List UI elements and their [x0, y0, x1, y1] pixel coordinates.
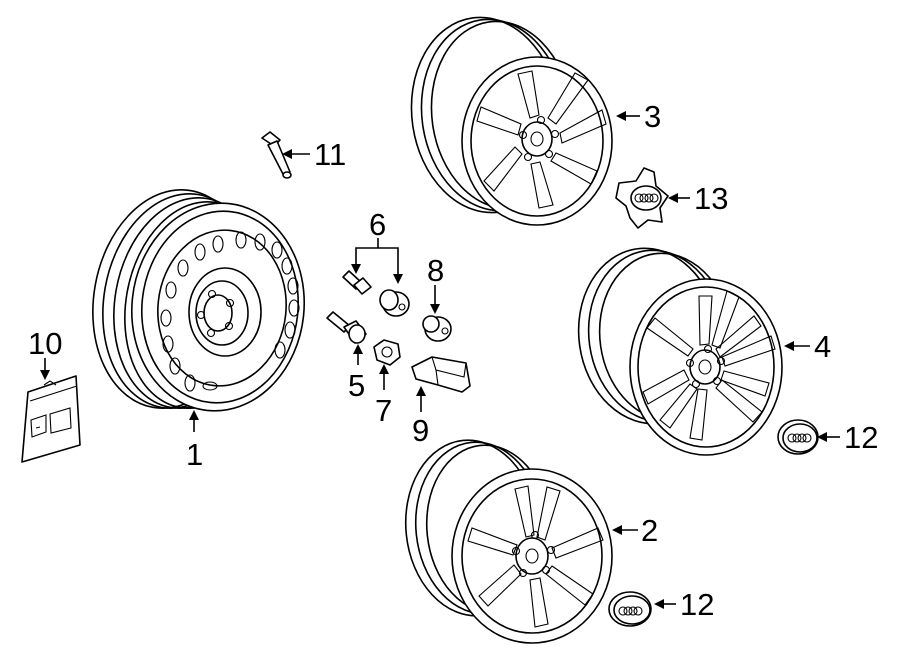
- callout-11: 11: [314, 137, 346, 172]
- tpms-sensor: [411, 356, 471, 393]
- center-cap-bottom: [608, 591, 652, 627]
- callout-12-right: 12: [844, 420, 878, 455]
- callout-13: 13: [694, 181, 728, 216]
- callout-7: 7: [375, 393, 392, 428]
- steel-wheel: [92, 189, 306, 412]
- center-cap-right: [777, 419, 819, 455]
- valve-stem: [261, 131, 292, 179]
- callout-10: 10: [28, 326, 62, 361]
- callout-9: 9: [412, 413, 429, 448]
- callout-5: 5: [348, 368, 365, 403]
- alloy-wheel-bottom: [404, 439, 613, 644]
- wheel-weight-package: [21, 375, 81, 463]
- callout-4: 4: [814, 329, 831, 364]
- lug-bolt: [326, 311, 367, 344]
- center-cap-spider: [615, 167, 669, 229]
- callout-12-bottom: 12: [680, 587, 714, 622]
- callout-8: 8: [427, 253, 444, 288]
- alloy-wheel-top: [410, 16, 613, 226]
- callout-1: 1: [186, 437, 203, 472]
- alloy-wheel-right: [577, 247, 783, 456]
- lock-bolt-set: [342, 270, 410, 317]
- callout-3: 3: [644, 99, 661, 134]
- leader-lines: [40, 111, 840, 609]
- callout-labels: 1 2 3 4 5 6 7 8 9 10 11 12 12 13: [28, 99, 878, 622]
- callout-6: 6: [369, 207, 386, 242]
- cap-nut: [422, 315, 452, 342]
- vent-holes: [160, 231, 300, 392]
- callout-2: 2: [641, 513, 658, 548]
- lug-nut: [373, 339, 401, 366]
